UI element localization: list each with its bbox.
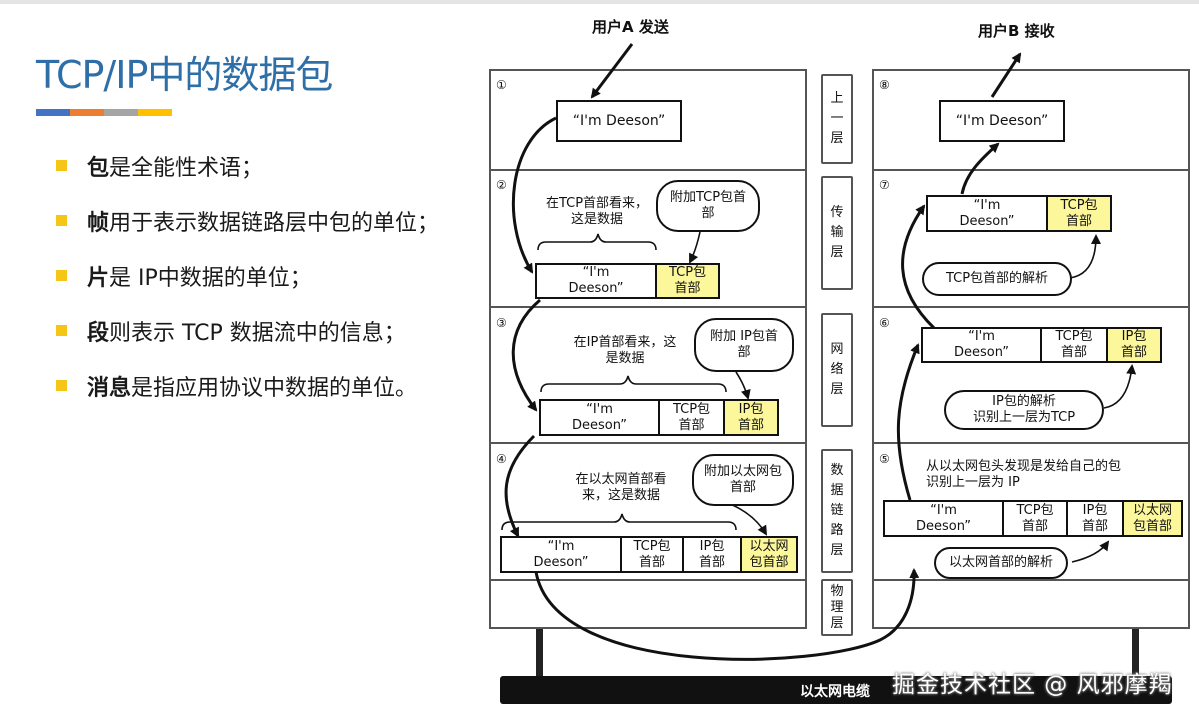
step-number: ③ <box>496 316 507 330</box>
bullet-term: 段 <box>87 321 110 346</box>
eth-header-box: 以太网包首部 <box>740 536 798 573</box>
brace <box>537 233 657 251</box>
bullet-square-icon <box>56 325 67 336</box>
sender-label: 用户A 发送 <box>592 18 669 36</box>
tcp-header-box: TCP包首部 <box>1046 195 1112 232</box>
brace <box>501 513 737 531</box>
bullet-square-icon <box>56 160 67 171</box>
arrow <box>901 204 936 330</box>
bullet-text: 用于表示数据链路层中包的单位； <box>109 211 440 236</box>
arrow <box>896 343 920 501</box>
arrow <box>590 43 634 99</box>
tcp-header-box: TCP包首部 <box>658 399 725 436</box>
stripe-gray <box>104 109 138 116</box>
stripe-yellow <box>138 109 172 116</box>
arrow <box>504 434 536 538</box>
cable-post <box>536 628 543 678</box>
data-box: “I'm Deeson” <box>939 100 1065 142</box>
step-number: ⑤ <box>879 452 890 466</box>
s7-bubble: TCP包首部的解析 <box>922 262 1072 296</box>
s5-bubble: 以太网首部的解析 <box>934 547 1068 579</box>
s6-bubble: IP包的解析识别上一层为TCP <box>944 390 1104 430</box>
ip-header-box: IP包首部 <box>1066 500 1124 537</box>
layer-physical: 物理层 <box>821 579 853 636</box>
step-number: ④ <box>496 452 507 466</box>
step-number: ⑧ <box>879 78 890 92</box>
tcp-header-box: TCP包首部 <box>1040 327 1108 363</box>
step-number: ② <box>496 178 507 192</box>
tcp-header-box: TCP包首部 <box>655 263 720 299</box>
bullet-term: 片 <box>87 266 110 291</box>
bullet-term: 帧 <box>87 211 110 236</box>
watermark: 掘金技术社区 @ 风邪摩羯 <box>892 672 1173 698</box>
title-underline-stripes <box>36 109 172 116</box>
step-number: ① <box>496 78 507 92</box>
bullet-square-icon <box>56 270 67 281</box>
bullet-square-icon <box>56 215 67 226</box>
s2-note: 在TCP首部看来，这是数据 <box>545 196 649 227</box>
receiver-label: 用户B 接收 <box>978 22 1055 40</box>
stripe-orange <box>70 109 104 116</box>
s3-note: 在IP首部看来，这是数据 <box>573 335 677 366</box>
stripe-blue <box>36 109 70 116</box>
step-number: ⑥ <box>879 316 890 330</box>
data-box: “I'm Deeson” <box>556 100 682 142</box>
slide-title: TCP/IP中的数据包 <box>36 53 333 97</box>
bullet-text: 是全能性术语； <box>109 156 264 181</box>
ip-header-box: IP包首部 <box>723 399 779 436</box>
arrow <box>534 568 920 661</box>
layer-datalink: 数据链路层 <box>821 449 853 573</box>
s2-bubble: 附加TCP包首部 <box>656 180 760 232</box>
top-border <box>0 0 1199 4</box>
layer-transport: 传输层 <box>821 176 853 290</box>
arrow <box>511 298 541 412</box>
s4-note: 在以太网首部看来，这是数据 <box>575 472 667 503</box>
step-number: ⑦ <box>879 178 890 192</box>
layer-network: 网络层 <box>821 313 853 427</box>
bullet-text: 则表示 TCP 数据流中的信息； <box>109 321 406 346</box>
s5-note: 从以太网包头发现是发给自己的包识别上一层为 IP <box>926 459 1122 490</box>
ethernet-cable <box>500 676 1172 704</box>
layer-upper: 上一层 <box>821 74 853 164</box>
bullet-term: 消息 <box>87 376 132 401</box>
bullet-square-icon <box>56 380 67 391</box>
s4-bubble: 附加以太网包首部 <box>692 454 794 506</box>
brace <box>540 375 727 393</box>
bullet-text: 是指应用协议中数据的单位。 <box>131 376 418 401</box>
arrow <box>960 142 1000 195</box>
eth-header-box: 以太网包首部 <box>1122 500 1183 537</box>
bullet-term: 包 <box>87 156 110 181</box>
tcp-header-box: TCP包首部 <box>1002 500 1068 537</box>
arrow <box>990 52 1022 98</box>
tcp-header-box: TCP包首部 <box>620 536 684 573</box>
arrow <box>512 116 557 274</box>
ip-header-box: IP包首部 <box>1106 327 1162 363</box>
cable-post <box>1132 628 1139 678</box>
s3-bubble: 附加 IP包首部 <box>694 318 794 372</box>
ip-header-box: IP包首部 <box>682 536 742 573</box>
cable-label: 以太网电缆 <box>800 684 870 700</box>
bullet-text: 是 IP中数据的单位； <box>109 266 312 291</box>
